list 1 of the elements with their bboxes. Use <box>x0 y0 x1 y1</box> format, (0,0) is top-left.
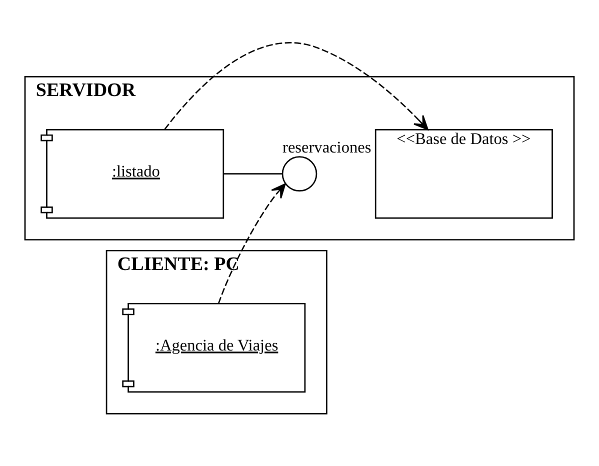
node-label: reservaciones <box>282 136 372 156</box>
